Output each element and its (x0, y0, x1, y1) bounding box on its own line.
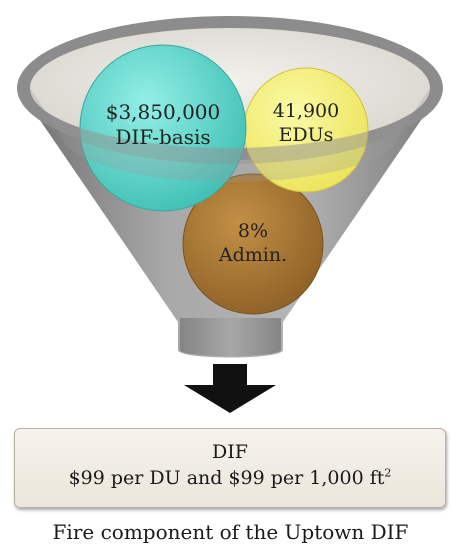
admin-circle (182, 173, 324, 315)
dif-result-rate: $99 per DU and $99 per 1,000 ft2 (15, 466, 445, 492)
funnel-front-lip (30, 88, 430, 164)
admin-percent: 8% (237, 220, 269, 242)
dif-basis-circle (79, 44, 247, 212)
funnel-spout (180, 318, 281, 356)
figure-caption: Fire component of the Uptown DIF (52, 520, 409, 544)
dif-result-superscript: 2 (384, 466, 392, 480)
funnel-front-shade (30, 88, 430, 182)
dif-basis-amount: $3,850,000 (105, 100, 221, 124)
admin-text: Admin. (218, 243, 288, 266)
dif-result-title: DIF (212, 441, 248, 463)
edus-label: 41,900 EDUs (246, 100, 366, 148)
dif-basis-text: DIF-basis (115, 125, 211, 149)
edus-text: EDUs (278, 123, 334, 146)
edus-amount: 41,900 (272, 100, 340, 122)
dif-result-rate-text: $99 per DU and $99 per 1,000 ft (68, 466, 385, 489)
down-arrow-icon (184, 364, 276, 413)
dif-basis-label: $3,850,000 DIF-basis (83, 100, 243, 150)
admin-label: 8% Admin. (193, 220, 313, 268)
dif-result-box: DIF $99 per DU and $99 per 1,000 ft2 (14, 428, 446, 508)
